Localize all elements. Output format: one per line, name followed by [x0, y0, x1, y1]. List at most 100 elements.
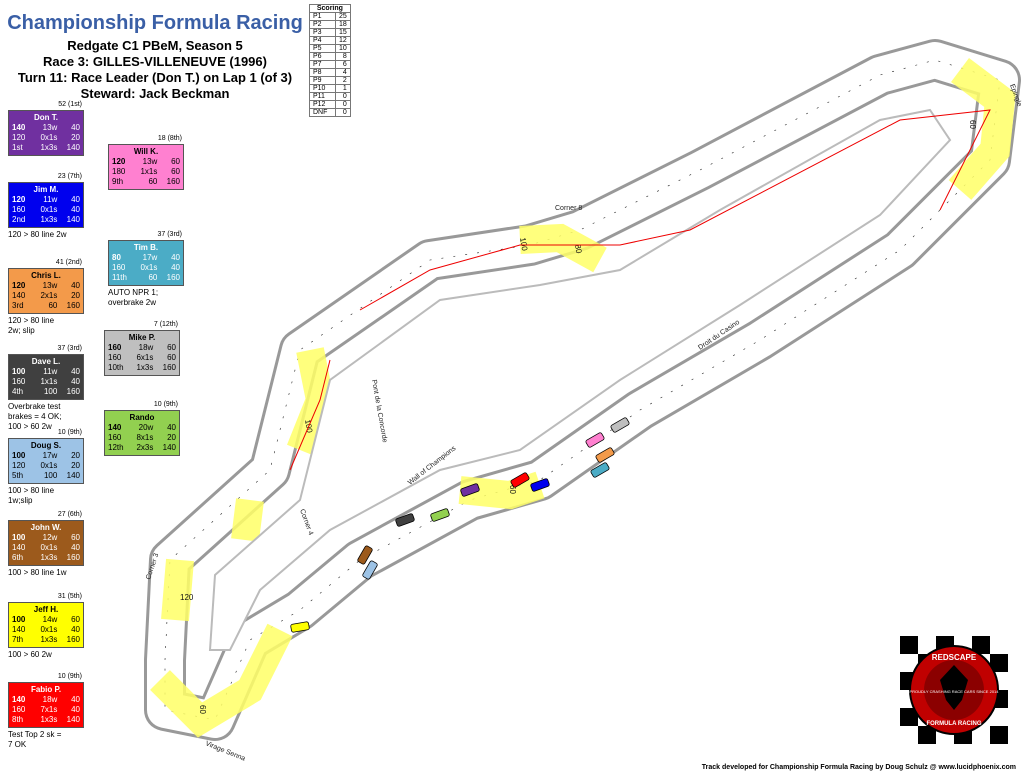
driver-stat: 40: [71, 543, 81, 552]
redscape-logo: [900, 636, 1008, 744]
driver-stat: 17w: [42, 451, 58, 460]
driver-name: Dave L.: [31, 357, 61, 366]
race-car: [395, 513, 415, 527]
driver-stat: 140: [12, 625, 26, 634]
race-car: [430, 508, 450, 522]
cars-layer: [290, 417, 630, 633]
speed-mark: 60: [198, 705, 207, 714]
race-car: [362, 560, 378, 580]
driver-stat: 40: [71, 377, 81, 386]
driver-stat: 160: [12, 377, 26, 386]
driver-stat: 140: [12, 695, 26, 704]
infield: [208, 108, 952, 651]
driver-name: John W.: [30, 523, 62, 532]
race-car: [357, 545, 373, 565]
race-car: [610, 417, 630, 433]
corner-zone-8: [519, 223, 607, 273]
driver-stat: 0x1s: [140, 263, 158, 272]
label-virage-senna: Virage Senna: [204, 740, 246, 762]
driver-stat: 120: [12, 461, 26, 470]
league-line: Redgate C1 PBeM, Season 5: [67, 38, 243, 53]
speed-mark: 60: [508, 485, 517, 494]
driver-rank: 27 (6th): [57, 511, 82, 518]
driver-stat-row: 1st 1x3s 140: [12, 143, 80, 153]
driver-stat: 160: [108, 343, 122, 352]
driver-stat: 60: [171, 157, 181, 166]
driver-stat: 140: [66, 215, 81, 224]
driver-stat: 5th: [12, 471, 24, 480]
driver-rank: 37 (3rd): [57, 345, 82, 352]
driver-stat: 160: [66, 635, 81, 644]
driver-stat: 40: [71, 205, 81, 214]
driver-stat: 100: [12, 533, 26, 542]
driver-note: 120 > 80 line 2w; slip: [8, 316, 55, 335]
driver-stat: 4th: [12, 387, 24, 396]
driver-rank: 41 (2nd): [55, 259, 82, 266]
race-car: [460, 483, 480, 497]
driver-stat: 160: [162, 363, 177, 372]
speed-mark: 100: [518, 237, 529, 252]
driver-stat: 40: [71, 195, 81, 204]
driver-stat: 140: [66, 715, 81, 724]
race-car: [510, 472, 530, 488]
speed-mark: 120: [180, 593, 194, 602]
driver-stat: 60: [167, 353, 177, 362]
driver-note: AUTO NPR 1; overbrake 2w: [108, 288, 159, 307]
driver-note: 120 > 80 line 2w: [8, 230, 67, 239]
driver-stat: 60: [71, 615, 81, 624]
driver-stat: 20: [167, 433, 177, 442]
driver-stat: 3rd: [12, 301, 24, 310]
driver-stat: 160: [112, 263, 126, 272]
driver-stat: 140: [66, 143, 81, 152]
driver-stat: 7x1s: [40, 705, 58, 714]
driver-stat: 40: [167, 423, 177, 432]
driver-stat: 13w: [142, 157, 158, 166]
driver-stat: 12th: [108, 443, 124, 452]
corner-zone-senna: [150, 623, 293, 738]
driver-rank: 10 (9th): [57, 429, 82, 436]
logo-middle: PROUDLY CRASHING RACE CARS SINCE 2014: [910, 689, 1000, 694]
driver-stat: 13w: [42, 123, 58, 132]
speed-mark: 60: [968, 120, 977, 129]
driver-name: Mike P.: [128, 333, 156, 342]
driver-stat: 0x1s: [40, 543, 58, 552]
scoring-position: DNF: [309, 108, 336, 117]
speed-mark: 80: [573, 244, 584, 255]
driver-rank: 10 (9th): [153, 401, 178, 408]
driver-stat: 1st: [12, 143, 23, 152]
driver-stat: 9th: [112, 177, 124, 186]
driver-stat: 18w: [42, 695, 58, 704]
driver-stat: 13w: [42, 281, 58, 290]
driver-stat: 1x3s: [40, 143, 58, 152]
driver-stat: 20w: [138, 423, 154, 432]
driver-rank: 7 (12th): [153, 321, 178, 328]
